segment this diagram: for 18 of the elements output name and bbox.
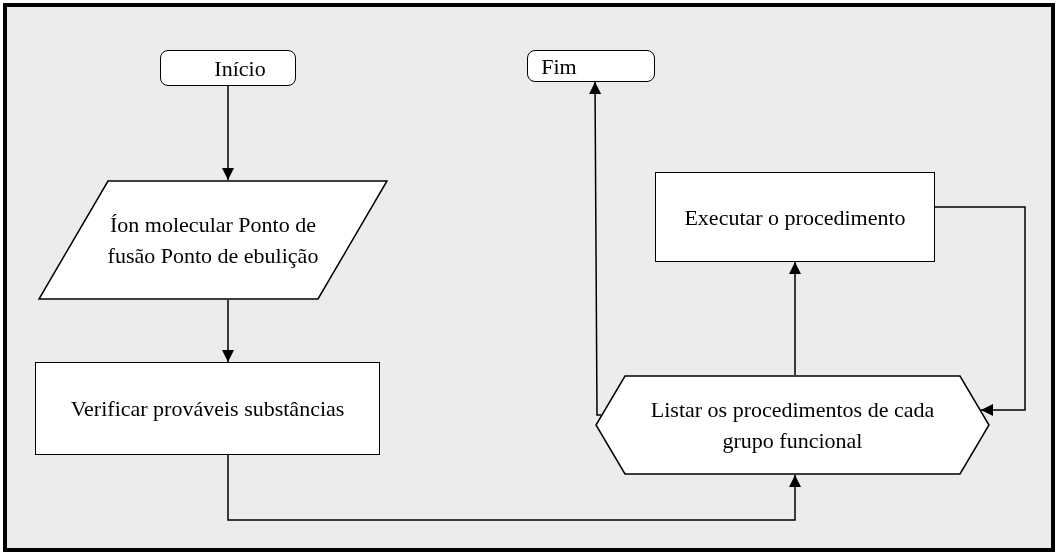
arrow (227, 454, 801, 521)
node-label: Executar o procedimento (684, 203, 906, 232)
node-label: Verificar prováveis substâncias (70, 395, 345, 423)
node-label: Início (214, 54, 266, 83)
node-label: Listar os procedimentos de cada grupo funcional (649, 396, 936, 455)
process-box (655, 172, 935, 262)
start-terminal (160, 50, 296, 86)
arrow (222, 85, 234, 181)
arrow (222, 299, 234, 363)
end-terminal (527, 50, 655, 82)
preparation-hexagon (595, 375, 990, 475)
node-label: Íon molecular Ponto de fusão Ponto de ebulição (106, 211, 320, 270)
process-box (35, 362, 380, 455)
arrow (789, 261, 801, 376)
input-parallelogram (38, 180, 388, 300)
arrow (934, 206, 1026, 416)
node-label: Fim (541, 52, 577, 81)
arrow (589, 81, 602, 416)
